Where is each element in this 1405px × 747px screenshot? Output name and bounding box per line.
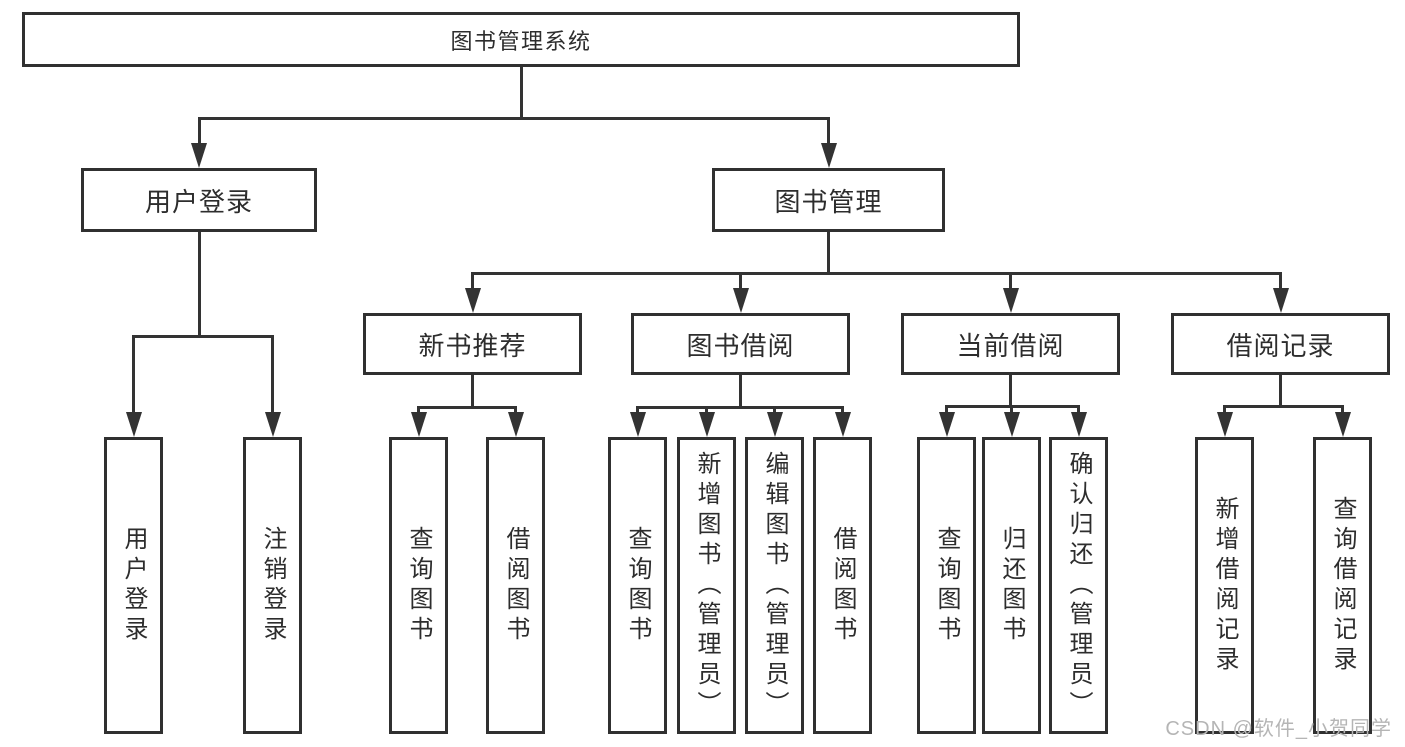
node-new-books: 新书推荐 bbox=[363, 313, 582, 375]
node-login: 用户登录 bbox=[104, 437, 163, 734]
connector-line bbox=[132, 334, 274, 338]
arrow-down-icon bbox=[698, 412, 715, 437]
node-query-books-borrow: 查询图书 bbox=[608, 437, 667, 734]
arrow-down-icon bbox=[766, 412, 783, 437]
connector-line bbox=[739, 375, 742, 409]
connector-line bbox=[1009, 375, 1012, 408]
node-query-books-newbooks: 查询图书 bbox=[389, 437, 448, 734]
connector-line bbox=[417, 405, 517, 409]
connector-line bbox=[1279, 273, 1282, 295]
connector-line bbox=[739, 273, 742, 295]
arrow-down-icon bbox=[1070, 412, 1087, 437]
node-borrow-books-borrow: 借阅图书 bbox=[813, 437, 872, 734]
arrow-down-icon bbox=[834, 412, 851, 437]
arrow-down-icon bbox=[464, 288, 481, 313]
connector-line bbox=[827, 118, 830, 150]
connector-line bbox=[1223, 404, 1344, 408]
node-current-borrow: 当前借阅 bbox=[901, 313, 1120, 375]
arrow-down-icon bbox=[1272, 288, 1289, 313]
connector-line bbox=[471, 273, 474, 295]
node-borrow-records: 借阅记录 bbox=[1171, 313, 1390, 375]
arrow-down-icon bbox=[820, 143, 837, 168]
connector-line bbox=[471, 375, 474, 409]
arrow-down-icon bbox=[629, 412, 646, 437]
node-book-mgmt: 图书管理 bbox=[712, 168, 945, 232]
node-query-books-current: 查询图书 bbox=[917, 437, 976, 734]
connector-line bbox=[471, 271, 1282, 275]
arrow-down-icon bbox=[507, 412, 524, 437]
connector-line bbox=[1009, 273, 1012, 295]
arrow-down-icon bbox=[264, 412, 281, 437]
connector-line bbox=[132, 336, 135, 419]
connector-line bbox=[197, 116, 830, 120]
arrow-down-icon bbox=[410, 412, 427, 437]
arrow-down-icon bbox=[938, 412, 955, 437]
node-user-login-branch: 用户登录 bbox=[81, 168, 317, 232]
node-query-borrow-record: 查询借阅记录 bbox=[1313, 437, 1372, 734]
arrow-down-icon bbox=[1003, 412, 1020, 437]
node-borrow-books-newbooks: 借阅图书 bbox=[486, 437, 545, 734]
arrow-down-icon bbox=[732, 288, 749, 313]
connector-line bbox=[197, 118, 201, 150]
node-return-books: 归还图书 bbox=[982, 437, 1041, 734]
node-confirm-return-admin: 确认归还（管理员） bbox=[1049, 437, 1108, 734]
node-add-borrow-record: 新增借阅记录 bbox=[1195, 437, 1254, 734]
node-book-borrow: 图书借阅 bbox=[631, 313, 850, 375]
arrow-down-icon bbox=[1334, 412, 1351, 437]
connector-line bbox=[271, 336, 274, 419]
arrow-down-icon bbox=[125, 412, 142, 437]
node-add-books-admin: 新增图书（管理员） bbox=[677, 437, 736, 734]
node-edit-books-admin: 编辑图书（管理员） bbox=[745, 437, 804, 734]
node-root: 图书管理系统 bbox=[22, 12, 1020, 67]
arrow-down-icon bbox=[191, 143, 207, 168]
connector-line bbox=[827, 232, 830, 275]
connector-line bbox=[519, 67, 523, 120]
connector-line bbox=[636, 405, 844, 409]
watermark: CSDN @软件_小贺同学 bbox=[1165, 718, 1392, 740]
connector-line bbox=[197, 232, 201, 338]
arrow-down-icon bbox=[1002, 288, 1019, 313]
connector-line bbox=[1279, 375, 1282, 408]
node-logout: 注销登录 bbox=[243, 437, 302, 734]
arrow-down-icon bbox=[1216, 412, 1233, 437]
